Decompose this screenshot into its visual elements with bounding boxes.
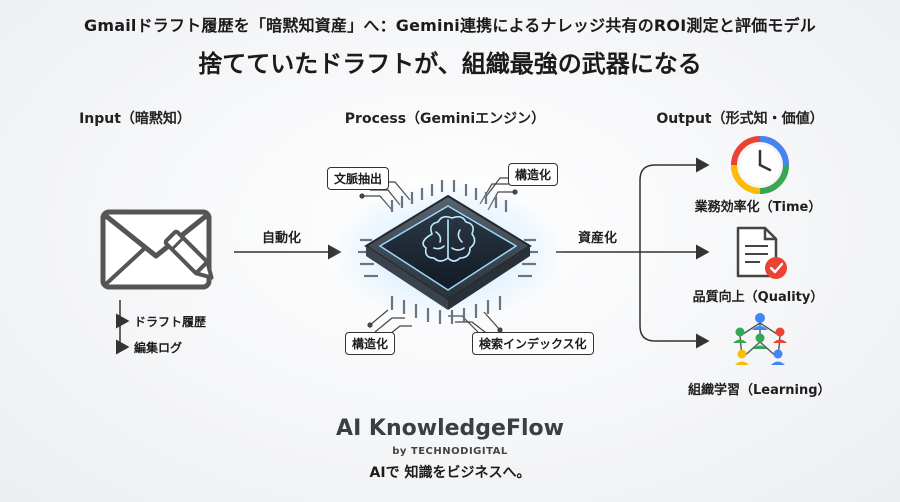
- input-source-edit-log: 編集ログ: [134, 341, 183, 355]
- brain-chip-icon: [330, 180, 566, 324]
- tag-structuring-top: 構造化: [508, 163, 559, 186]
- source-connectors: [116, 300, 130, 355]
- input-column-title: Input（暗黙知）: [79, 111, 191, 127]
- flow-label-assetization: 資産化: [578, 231, 618, 246]
- tagline: AIで 知識をビジネスへ。: [369, 465, 531, 481]
- output-branch-arrows: [556, 157, 710, 349]
- clock-icon: [731, 136, 789, 194]
- output-label-quality: 品質向上（Quality）: [692, 290, 824, 305]
- output-column-title: Output（形式知・価値）: [656, 111, 824, 127]
- envelope-pencil-icon: [100, 209, 214, 290]
- tag-context-extraction: 文脈抽出: [327, 167, 390, 190]
- people-network-icon: [733, 313, 787, 365]
- output-label-time: 業務効率化（Time）: [694, 200, 822, 215]
- tag-structuring-bottom: 構造化: [345, 332, 396, 355]
- process-column-title: Process（Geminiエンジン）: [344, 111, 546, 127]
- page-title: 捨てていたドラフトが、組織最強の武器になる: [198, 50, 702, 78]
- tag-search-indexing: 検索インデックス化: [472, 332, 594, 355]
- brand-byline: by TECHNODIGITAL: [392, 446, 508, 457]
- document-check-icon: [736, 226, 787, 279]
- subtitle: Gmailドラフト履歴を「暗黙知資産」へ：Gemini連携によるナレッジ共有のR…: [84, 16, 816, 35]
- flow-label-automation: 自動化: [262, 231, 302, 246]
- output-label-learning: 組織学習（Learning）: [688, 383, 831, 398]
- input-source-draft-history: ドラフト履歴: [134, 315, 207, 329]
- brand-logo-text: AI KnowledgeFlow: [336, 416, 564, 441]
